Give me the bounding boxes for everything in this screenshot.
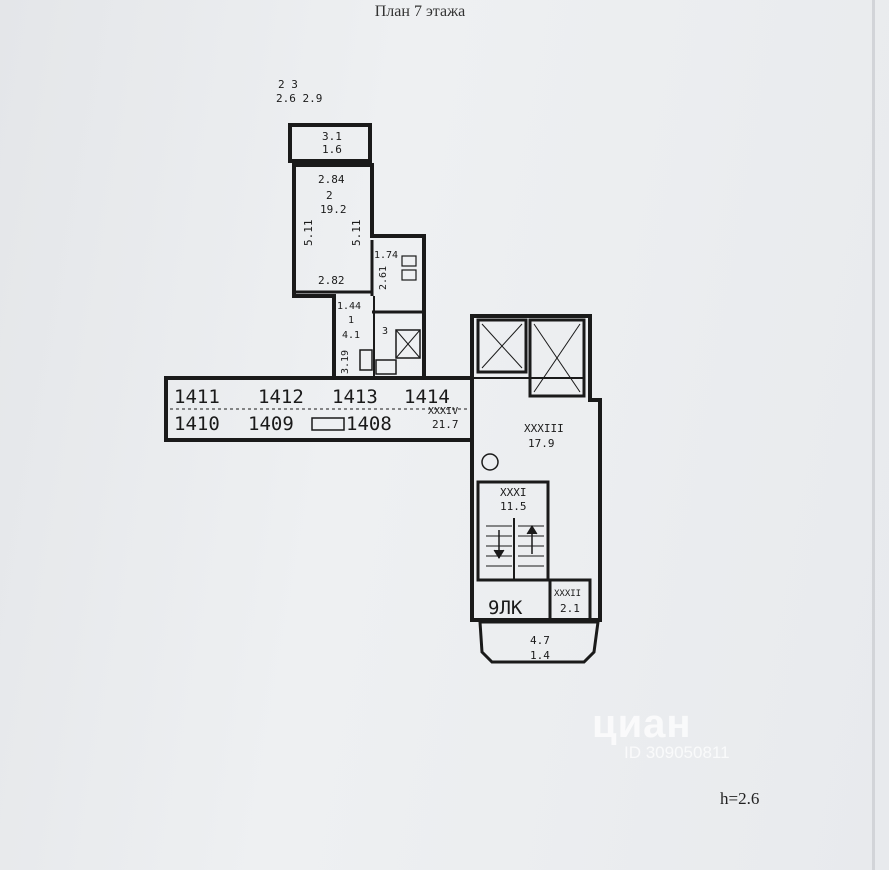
room-length-left: 5.11	[302, 220, 315, 247]
kitchen-length: 2.61	[378, 266, 389, 290]
bathtub	[395, 329, 421, 359]
elevator-shaft-2	[528, 318, 586, 398]
hall-number: 1	[348, 315, 354, 326]
stair-area: 11.5	[500, 500, 527, 513]
stair-code: 9ЛК	[488, 597, 523, 619]
apartment-1411: 1411	[174, 386, 220, 408]
apartment-outline	[292, 163, 426, 380]
ceiling-height: h=2.6	[720, 789, 760, 808]
room-width-top: 2.84	[318, 173, 345, 186]
lobby-label: XXXIII	[524, 422, 564, 435]
watermark: циан ID 309050811	[592, 702, 730, 763]
sheet-edge	[872, 0, 875, 870]
kitchen-area: 1.74	[374, 250, 398, 261]
watermark-brand: циан	[592, 702, 692, 746]
closet	[548, 578, 592, 622]
stair-balcony	[478, 620, 600, 664]
balcony-header-numbers: 2 3	[278, 78, 298, 91]
balcony-number: 3.1	[322, 130, 342, 143]
radiator	[359, 349, 373, 371]
apartment-1408: 1408	[346, 413, 392, 435]
hall-area: 4.1	[342, 330, 360, 341]
bath-number: 3	[382, 326, 388, 337]
apartment-1409: 1409	[248, 413, 294, 435]
plan-title: План 7 этажа	[374, 3, 466, 20]
sink	[375, 359, 397, 375]
room-number: 2	[326, 189, 333, 202]
kitchen-sink	[401, 269, 417, 281]
stair-balcony-number: 4.7	[530, 634, 550, 647]
stair-label: XXXI	[500, 486, 527, 499]
room-length-right: 5.11	[350, 220, 363, 247]
closet-label: XXXII	[554, 589, 581, 599]
stair-balcony-area: 1.4	[530, 649, 550, 662]
elevator-shaft-1	[476, 318, 528, 374]
hall-length: 3.19	[340, 350, 351, 374]
labels: 2 3 2.6 2.9 3.1 1.6 2.84 2 19.2 5.11 5.1…	[174, 78, 581, 662]
corridor-area: 21.7	[432, 418, 459, 431]
watermark-listing-id: ID 309050811	[624, 743, 730, 762]
apartment-1410: 1410	[174, 413, 220, 435]
balcony-area: 1.6	[322, 143, 342, 156]
balcony-wall	[288, 123, 372, 163]
room-area: 19.2	[320, 203, 347, 216]
apartment-1412: 1412	[258, 386, 304, 408]
walls	[164, 123, 602, 664]
garbage-chute	[481, 453, 499, 471]
corridor-radiator	[311, 417, 345, 431]
hall-width: 1.44	[337, 301, 361, 312]
corridor-label: XXXIV	[428, 406, 458, 417]
lobby-area: 17.9	[528, 437, 555, 450]
stair-block-outline	[470, 314, 602, 622]
stove	[401, 255, 417, 267]
balcony-header-values: 2.6 2.9	[276, 92, 322, 105]
closet-area: 2.1	[560, 602, 580, 615]
apartment-1414: 1414	[404, 386, 450, 408]
apartment-1413: 1413	[332, 386, 378, 408]
room-width-bottom: 2.82	[318, 274, 345, 287]
